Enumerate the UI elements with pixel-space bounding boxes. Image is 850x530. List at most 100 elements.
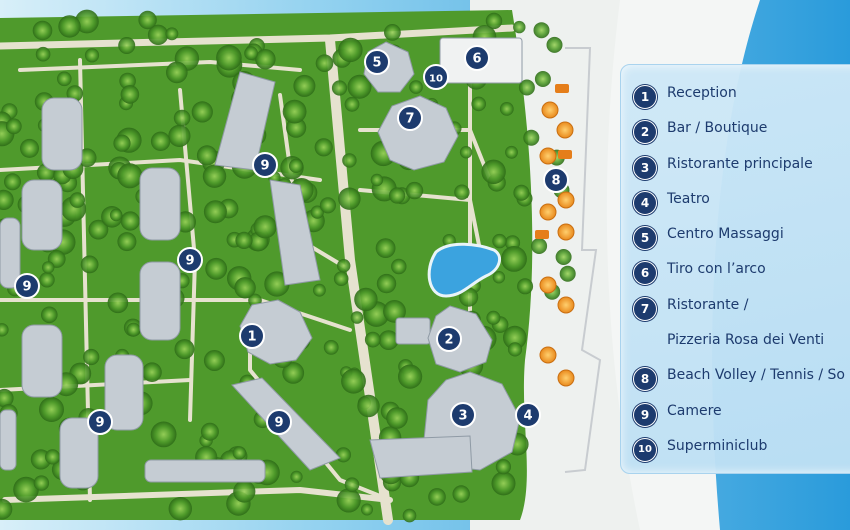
- location-markers: 1 2 3 4 5 6 7 8 9 9 9 9 9 10: [14, 45, 569, 435]
- palm-tree: [331, 80, 348, 96]
- location-marker-7[interactable]: 7: [397, 105, 423, 131]
- palm-tree: [333, 271, 349, 287]
- location-marker-9[interactable]: 9: [14, 273, 40, 299]
- legend-item: 3 Ristorante principale: [621, 155, 850, 193]
- palm-tree: [119, 72, 136, 90]
- marker-number: 10: [429, 74, 443, 85]
- palm-tree: [113, 134, 131, 152]
- palm-tree: [13, 476, 39, 503]
- legend-item: 6 Tiro con l’arco: [621, 261, 850, 298]
- palm-tree: [405, 181, 424, 200]
- location-marker-9[interactable]: 9: [252, 152, 278, 178]
- palm-tree: [402, 508, 417, 523]
- location-marker-8[interactable]: 8: [543, 167, 569, 193]
- location-marker-4[interactable]: 4: [515, 402, 541, 428]
- palm-tree: [264, 271, 290, 297]
- beach-umbrella: [557, 191, 575, 209]
- marker-number: 9: [260, 159, 269, 174]
- map-legend: 1 Reception 2 Bar / Boutique 3 Ristorant…: [620, 64, 850, 474]
- legend-number: 1: [633, 85, 657, 109]
- palm-tree: [57, 71, 72, 87]
- palm-tree: [41, 306, 58, 324]
- palm-tree: [282, 99, 307, 124]
- palm-tree: [357, 394, 380, 418]
- legend-item: 10 Superminiclub: [621, 437, 850, 475]
- palm-tree: [120, 211, 140, 231]
- location-marker-9[interactable]: 9: [87, 409, 113, 435]
- palm-tree: [336, 488, 361, 513]
- legend-item: 4 Teatro: [621, 190, 850, 228]
- palm-tree: [120, 85, 140, 104]
- palm-tree: [233, 480, 256, 503]
- palm-tree: [391, 258, 407, 275]
- palm-tree: [342, 153, 357, 168]
- marker-number: 7: [405, 112, 414, 127]
- marker-number: 9: [185, 254, 194, 269]
- palm-tree: [234, 277, 256, 299]
- marker-number: 5: [372, 56, 381, 71]
- palm-tree: [344, 96, 360, 112]
- legend-item: 9 Camere: [621, 402, 850, 440]
- palm-tree: [378, 330, 399, 350]
- location-marker-3[interactable]: 3: [450, 402, 476, 428]
- palm-tree: [84, 48, 100, 63]
- palm-tree: [492, 233, 507, 249]
- palm-tree: [142, 362, 162, 383]
- palm-tree: [0, 189, 14, 210]
- marker-number: 2: [444, 333, 453, 348]
- palm-tree: [376, 273, 397, 294]
- location-marker-6[interactable]: 6: [464, 45, 490, 71]
- location-marker-9[interactable]: 9: [177, 247, 203, 273]
- location-marker-2[interactable]: 2: [436, 326, 462, 352]
- beach-umbrella: [557, 296, 575, 314]
- palm-tree: [244, 46, 258, 61]
- palm-tree: [361, 503, 373, 516]
- palm-tree: [459, 146, 473, 159]
- beach-umbrella: [541, 101, 559, 119]
- palm-tree: [205, 257, 228, 280]
- palm-tree: [370, 173, 384, 187]
- beach-umbrella: [556, 121, 574, 139]
- palm-tree: [118, 37, 136, 54]
- palm-tree: [505, 145, 518, 159]
- palm-tree: [428, 488, 446, 506]
- palm-tree: [166, 61, 188, 84]
- palm-tree: [168, 124, 191, 147]
- palm-tree: [42, 261, 55, 274]
- palm-tree: [32, 20, 53, 41]
- palm-tree: [117, 163, 143, 189]
- palm-tree: [492, 271, 506, 284]
- palm-tree: [196, 145, 218, 166]
- palm-tree: [452, 485, 470, 503]
- palm-tree: [323, 340, 339, 355]
- palm-tree: [315, 54, 334, 72]
- location-marker-1[interactable]: 1: [239, 323, 265, 349]
- legend-number: 8: [633, 367, 657, 392]
- location-marker-9[interactable]: 9: [266, 409, 292, 435]
- palm-tree: [459, 287, 479, 307]
- marker-number: 1: [247, 330, 256, 345]
- palm-tree: [495, 459, 511, 475]
- beach-umbrella: [557, 369, 575, 387]
- palm-tree: [501, 246, 527, 272]
- location-marker-5[interactable]: 5: [364, 49, 390, 75]
- palm-tree: [58, 15, 81, 38]
- legend-label: Camere: [667, 402, 722, 419]
- palm-tree: [75, 9, 99, 34]
- legend-label: Teatro: [667, 190, 710, 207]
- palm-tree: [253, 215, 277, 239]
- palm-tree: [471, 96, 487, 112]
- palm-tree: [168, 497, 192, 521]
- palm-tree: [107, 292, 129, 314]
- palm-tree: [344, 477, 360, 493]
- marker-number: 3: [458, 409, 467, 424]
- legend-number: 4: [633, 190, 657, 215]
- palm-tree: [350, 311, 364, 324]
- palm-tree: [523, 129, 540, 146]
- legend-item: 5 Centro Massaggi: [621, 226, 850, 263]
- swimming-pool: [427, 242, 502, 298]
- palm-tree: [39, 397, 64, 422]
- location-marker-10[interactable]: 10: [423, 64, 449, 90]
- palm-tree: [150, 421, 177, 448]
